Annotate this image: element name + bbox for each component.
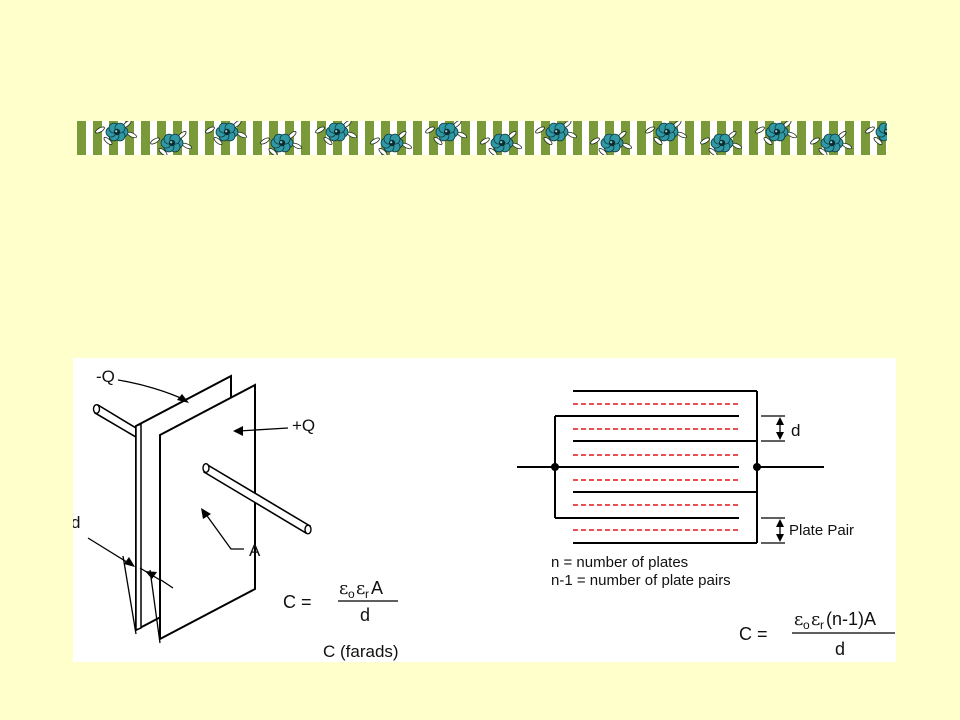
label-positive-charge: +Q [292,416,315,435]
border-stripe [77,121,86,155]
capacitance-formula-left: C = ε o ε r A d [283,578,398,625]
formula-sub-o: o [348,587,355,601]
pp-arrowhead-bottom [776,534,784,542]
border-stripe [365,121,374,155]
formula-sub-o-right: o [803,618,810,632]
label-plate-pair: Plate Pair [789,522,854,539]
border-stripe [189,121,198,155]
pos-q-arrow [238,427,289,432]
formula-sub-r: r [365,587,369,601]
flower-icon [425,121,468,145]
label-separation-right: d [791,421,800,440]
border-stripe [93,121,102,155]
dim-arrowhead-upper [124,557,135,567]
parallel-plate-capacitor: -Q +Q A d C = ε o ε r A d C (farads [73,367,399,661]
dim-ext-front [149,569,161,644]
pp-arrowhead-top [776,519,784,527]
positive-lead-end [304,524,312,535]
d-arrowhead-top [776,417,784,425]
negative-lead [94,403,142,442]
border-stripe [621,121,630,155]
formula-rest-right: (n-1)A [826,609,876,629]
decorative-flower-border [77,121,887,155]
border-stripe [157,121,166,155]
legend-plates: n = number of plates [551,554,688,571]
neg-q-arrow [117,379,186,401]
formula-lhs-right: C = [739,624,768,644]
border-stripe [269,121,278,155]
capacitance-formula-right: C = ε o ε r (n-1)A d [739,609,895,659]
formula-var-a: A [371,578,383,598]
junction-left [551,463,559,471]
area-arrow [204,512,244,550]
formula-epsilon-0: ε [339,578,348,599]
border-flowers [95,121,887,155]
border-stripe [317,121,326,155]
flower-icon [370,131,413,155]
border-stripe [413,121,422,155]
border-stripe [429,121,438,155]
formula-sub-r-right: r [820,618,824,632]
positive-lead-start [202,462,210,473]
flower-icon [535,121,578,145]
flower-icon [95,121,138,145]
back-plate-edge [135,422,142,632]
formula-epsilon-r-right: ε [811,609,820,630]
label-negative-charge: -Q [96,367,115,386]
border-stripe [797,121,806,155]
dim-ext-back [122,555,137,635]
border-stripe [685,121,694,155]
border-stripe [573,121,582,155]
formula-epsilon-r: ε [356,578,365,599]
border-stripe [781,121,790,155]
flower-icon [150,131,193,155]
flower-icon [480,131,523,155]
formula-denominator-right: d [835,639,845,659]
border-stripe [861,121,870,155]
capacitor-diagram: -Q +Q A d C = ε o ε r A d C (farads [73,358,896,662]
border-stripe [301,121,310,155]
border-stripe [637,121,646,155]
multi-plate-capacitor: d Plate Pair n = number of plates n-1 = … [517,390,895,659]
formula-epsilon-0-right: ε [794,609,803,630]
flower-icon [315,121,358,145]
formula-lhs: C = [283,592,312,612]
border-stripe [733,121,742,155]
legend-plate-pairs: n-1 = number of plate pairs [551,572,731,589]
dim-line-tail [160,579,174,589]
units-label: C (farads) [323,642,399,661]
flower-icon [755,121,798,145]
flower-icon [700,131,743,155]
border-stripe [141,121,150,155]
flower-icon [810,131,853,155]
label-separation-left: d [73,513,80,532]
dim-arrowhead-lower [145,571,157,579]
dim-line-upper [87,537,131,565]
flower-icon [645,121,688,145]
neg-q-arrowhead [177,394,189,403]
area-arrowhead [201,508,211,519]
border-stripe [509,121,518,155]
formula-denominator: d [360,605,370,625]
border-stripe [125,121,134,155]
label-area: A [249,541,261,560]
flower-icon [260,131,303,155]
pos-q-arrowhead [233,426,243,436]
border-stripe [749,121,758,155]
d-arrowhead-bottom [776,432,784,440]
border-stripe [701,121,710,155]
border-stripe [589,121,598,155]
flower-icon [590,131,633,155]
border-stripe [525,121,534,155]
border-stripe [845,121,854,155]
border-stripe [253,121,262,155]
flower-icon [865,122,887,145]
junction-right [753,463,761,471]
border-stripe [237,121,246,155]
flower-icon [205,121,248,145]
border-stripe [205,121,214,155]
border-stripe [477,121,486,155]
negative-lead-end [92,404,101,415]
